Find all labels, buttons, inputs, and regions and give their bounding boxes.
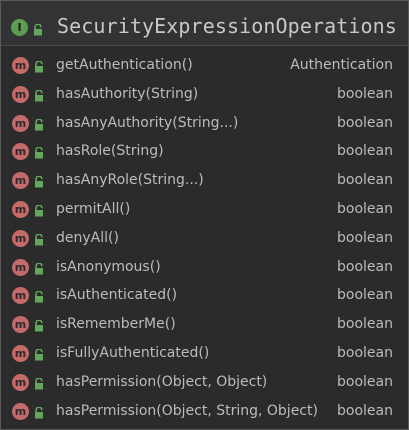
method-icon: m bbox=[12, 57, 29, 74]
class-title: SecurityExpressionOperations bbox=[57, 14, 397, 38]
method-return-type: boolean bbox=[337, 344, 393, 361]
method-name: denyAll() bbox=[56, 229, 119, 246]
method-row[interactable]: m hasRole(String) boolean bbox=[1, 137, 408, 166]
method-name: isFullyAuthenticated() bbox=[56, 344, 210, 361]
method-icon: m bbox=[12, 258, 29, 276]
method-icon: m bbox=[12, 200, 29, 218]
method-row[interactable]: m permitAll() boolean bbox=[1, 195, 408, 224]
method-row[interactable]: m isFullyAuthenticated() boolean bbox=[1, 339, 408, 368]
unlocked-icon bbox=[34, 60, 44, 78]
method-name: hasPermission(Object, Object) bbox=[56, 373, 268, 390]
unlocked-icon bbox=[34, 89, 44, 107]
method-icon: m bbox=[12, 172, 29, 190]
method-return-type: boolean bbox=[337, 143, 393, 160]
unlocked-icon bbox=[34, 118, 44, 136]
method-name: hasAnyAuthority(String...) bbox=[56, 114, 239, 131]
method-row[interactable]: m hasPermission(Object, String, Object) bo… bbox=[1, 397, 408, 426]
method-name: hasPermission(Object, String, Object) bbox=[56, 402, 318, 419]
method-return-type: Authentication bbox=[290, 57, 393, 73]
method-icon: m bbox=[12, 373, 29, 391]
method-icon: m bbox=[12, 114, 29, 132]
method-icon: m bbox=[12, 229, 29, 247]
method-row[interactable]: m hasAnyRole(String...) boolean bbox=[1, 166, 408, 195]
method-icon: m bbox=[12, 344, 29, 362]
method-icon: m bbox=[12, 287, 29, 305]
unlocked-icon bbox=[34, 262, 44, 280]
method-return-type: boolean bbox=[337, 172, 393, 189]
method-return-type: boolean bbox=[337, 373, 393, 390]
unlocked-icon bbox=[34, 377, 44, 395]
method-return-type: boolean bbox=[337, 316, 393, 333]
unlocked-icon bbox=[34, 204, 44, 222]
method-row[interactable]: m denyAll() boolean bbox=[1, 224, 408, 253]
method-name: isAnonymous() bbox=[56, 258, 161, 275]
method-icon: m bbox=[12, 402, 29, 420]
method-name: getAuthentication() bbox=[56, 57, 193, 73]
unlocked-icon bbox=[34, 406, 44, 424]
unlocked-icon bbox=[34, 290, 44, 308]
method-row[interactable]: m isAuthenticated() boolean bbox=[1, 281, 408, 310]
unlocked-icon bbox=[34, 146, 44, 164]
unlocked-icon bbox=[34, 175, 44, 193]
method-name: isAuthenticated() bbox=[56, 287, 178, 304]
method-name: permitAll() bbox=[56, 200, 131, 217]
unlocked-icon bbox=[34, 319, 44, 337]
method-icon: m bbox=[12, 316, 29, 334]
unlocked-icon bbox=[33, 23, 43, 41]
unlocked-icon bbox=[34, 233, 44, 251]
method-return-type: boolean bbox=[337, 287, 393, 304]
method-return-type: boolean bbox=[337, 402, 393, 419]
method-name: hasAnyRole(String...) bbox=[56, 172, 204, 189]
class-header: I SecurityExpressionOperations bbox=[1, 1, 408, 46]
method-row[interactable]: m isAnonymous() boolean bbox=[1, 253, 408, 282]
method-row[interactable]: m getAuthentication() Authentication bbox=[1, 51, 408, 80]
method-row[interactable]: m hasAnyAuthority(String...) boolean bbox=[1, 109, 408, 138]
unlocked-icon bbox=[34, 348, 44, 366]
method-list: m getAuthentication() Authentication m hasAu… bbox=[1, 51, 408, 425]
method-icon: m bbox=[12, 85, 29, 103]
method-return-type: boolean bbox=[337, 229, 393, 246]
method-return-type: boolean bbox=[337, 114, 393, 131]
method-return-type: boolean bbox=[337, 258, 393, 275]
method-row[interactable]: m hasAuthority(String) boolean bbox=[1, 80, 408, 109]
method-name: hasRole(String) bbox=[56, 143, 164, 160]
method-name: isRememberMe() bbox=[56, 316, 176, 333]
method-name: hasAuthority(String) bbox=[56, 85, 199, 102]
method-row[interactable]: m hasPermission(Object, Object) boolean bbox=[1, 368, 408, 397]
method-return-type: boolean bbox=[337, 200, 393, 217]
method-row[interactable]: m isRememberMe() boolean bbox=[1, 310, 408, 339]
method-return-type: boolean bbox=[337, 85, 393, 102]
method-icon: m bbox=[12, 143, 29, 161]
interface-icon: I bbox=[11, 19, 28, 36]
